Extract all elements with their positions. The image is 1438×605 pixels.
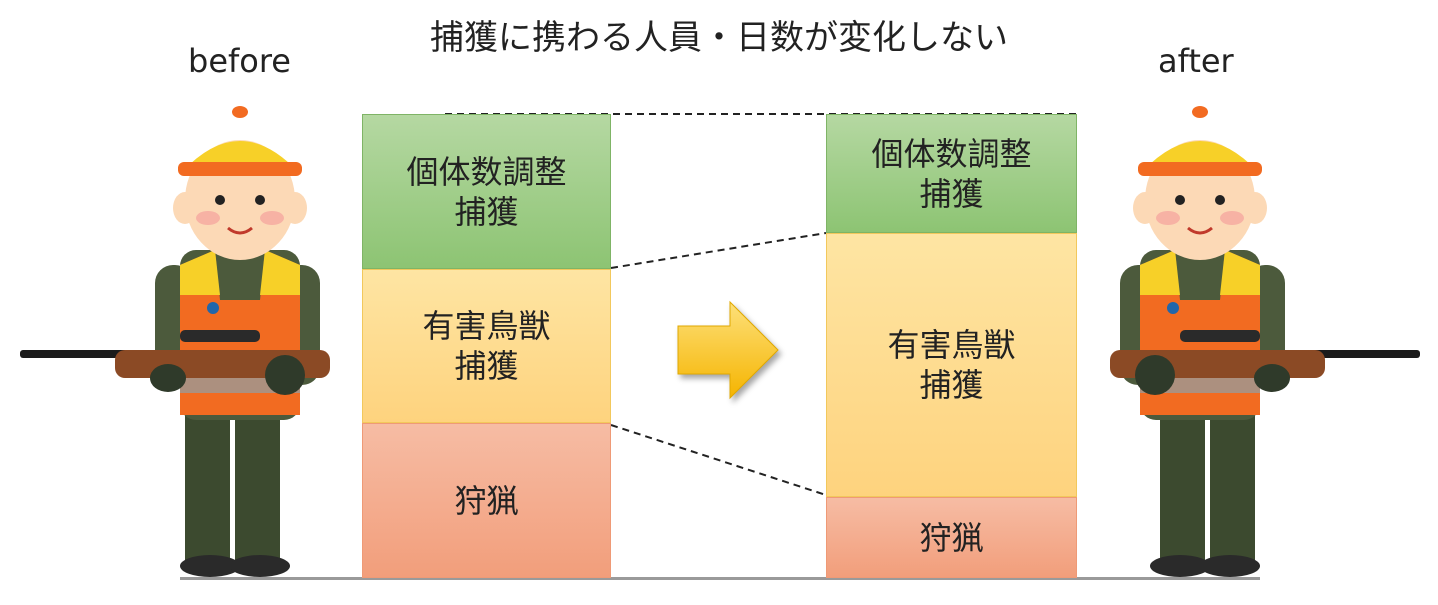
before-segment-pest-capture: 有害鳥獣 捕獲	[362, 269, 611, 423]
before-label: before	[188, 42, 291, 80]
rifle-icon	[20, 330, 330, 395]
segment-label-line2: 捕獲	[454, 347, 519, 385]
before-segment-hunting: 狩猟	[362, 423, 611, 578]
before-stack: 個体数調整 捕獲 有害鳥獣 捕獲 狩猟	[362, 114, 611, 578]
segment-label-line1: 個体数調整	[406, 152, 567, 191]
hunter-icon	[1110, 106, 1420, 577]
ground-line	[180, 577, 1260, 580]
after-stack: 個体数調整 捕獲 有害鳥獣 捕獲 狩猟	[826, 114, 1077, 578]
segment-label-line1: 狩猟	[454, 481, 519, 520]
segment-label-line1: 狩猟	[919, 518, 984, 557]
after-segment-hunting: 狩猟	[826, 497, 1077, 578]
lower-connector	[610, 424, 827, 496]
middle-connector	[610, 232, 827, 269]
hunter-icon	[20, 106, 330, 577]
segment-label-line2: 捕獲	[454, 192, 519, 231]
after-segment-pest-capture: 有害鳥獣 捕獲	[826, 233, 1077, 497]
segment-label-line1: 有害鳥獣	[887, 326, 1016, 364]
diagram-title: 捕獲に携わる人員・日数が変化しない	[430, 18, 1008, 58]
segment-label-line2: 捕獲	[919, 174, 984, 213]
segment-label-line1: 個体数調整	[871, 134, 1032, 173]
segment-label-line2: 捕獲	[919, 366, 984, 404]
segment-label-line1: 有害鳥獣	[422, 307, 551, 345]
right-arrow-icon	[677, 300, 779, 400]
after-label: after	[1158, 42, 1234, 80]
before-segment-population-control: 個体数調整 捕獲	[362, 114, 611, 269]
after-segment-population-control: 個体数調整 捕獲	[826, 114, 1077, 233]
rifle-icon	[1110, 330, 1420, 395]
